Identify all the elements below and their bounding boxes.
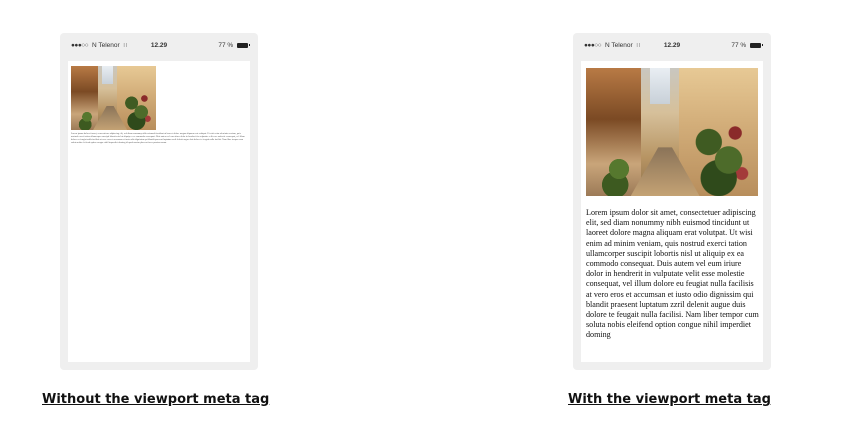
status-time: 12.29 <box>150 42 168 49</box>
web-page-screen[interactable]: Lorem ipsum dolor sit amet, consectetuer… <box>68 61 250 362</box>
status-time: 12.29 <box>663 42 681 49</box>
status-bar: ●●●○○ N Telenor ∷ 12.29 77 % <box>60 39 258 53</box>
phone-with-viewport: ●●●○○ N Telenor ∷ 12.29 77 % Lorem ipsum… <box>573 33 771 370</box>
phone-without-viewport: ●●●○○ N Telenor ∷ 12.29 77 % Lorem ipsum… <box>60 33 258 370</box>
alley-photo <box>71 66 156 130</box>
carrier-name: N Telenor <box>91 42 120 49</box>
status-bar: ●●●○○ N Telenor ∷ 12.29 77 % <box>573 39 771 53</box>
carrier-name: N Telenor <box>604 42 633 49</box>
battery-percentage: 77 % <box>218 42 234 49</box>
signal-strength-icon: ●●●○○ <box>71 42 89 49</box>
battery-percentage: 77 % <box>731 42 747 49</box>
signal-strength-icon: ●●●○○ <box>584 42 602 49</box>
caption-with-viewport: With the viewport meta tag <box>568 392 771 407</box>
page-body-text: Lorem ipsum dolor sit amet, consectetuer… <box>71 133 245 144</box>
battery-icon <box>750 42 763 48</box>
caption-without-viewport: Without the viewport meta tag <box>42 392 270 407</box>
battery-icon <box>237 42 250 48</box>
alley-photo <box>586 68 758 196</box>
wifi-icon: ∷ <box>123 43 128 49</box>
wifi-icon: ∷ <box>636 43 641 49</box>
page-body-text: Lorem ipsum dolor sit amet, consectetuer… <box>586 208 759 340</box>
web-page-screen[interactable]: Lorem ipsum dolor sit amet, consectetuer… <box>581 61 763 362</box>
